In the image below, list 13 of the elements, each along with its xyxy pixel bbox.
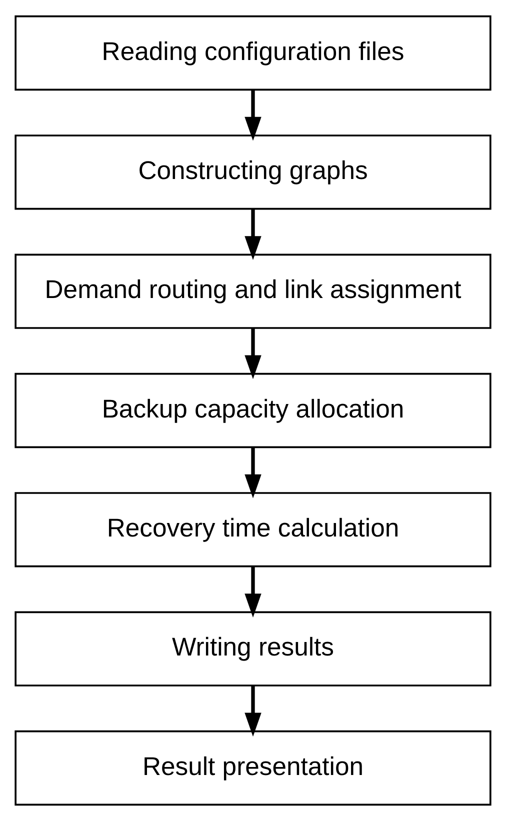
node-box: Reading configuration files bbox=[14, 14, 492, 90]
node-box: Recovery time calculation bbox=[14, 492, 492, 567]
arrow bbox=[244, 447, 262, 498]
node-box: Backup capacity allocation bbox=[14, 372, 492, 448]
node-box: Writing results bbox=[14, 610, 492, 686]
arrow bbox=[244, 685, 262, 736]
node-box: Result presentation bbox=[14, 730, 492, 806]
arrow bbox=[244, 328, 262, 379]
node-box: Demand routing and link assignment bbox=[14, 253, 492, 328]
arrow bbox=[244, 566, 262, 617]
arrow bbox=[244, 208, 262, 260]
node-box: Constructing graphs bbox=[14, 134, 492, 210]
arrow bbox=[244, 90, 262, 140]
